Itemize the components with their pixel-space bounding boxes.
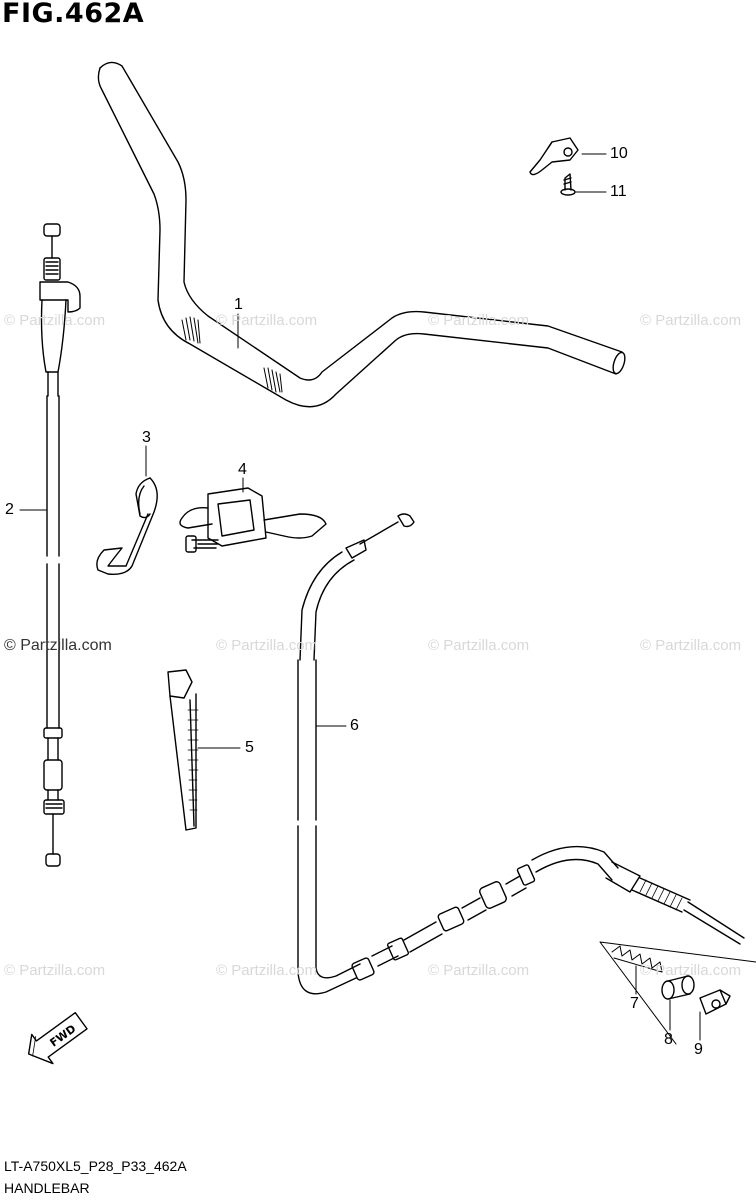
watermark: © Partzilla.com [216, 637, 318, 654]
part-11-screw[interactable] [560, 173, 576, 196]
watermark: © Partzilla.com [216, 962, 318, 979]
group-bracket [599, 941, 756, 1045]
callout-9: 9 [694, 1041, 703, 1058]
callout-7: 7 [630, 995, 639, 1012]
watermark: © Partzilla.com [428, 637, 530, 654]
figure-title: FIG.462A [2, 0, 145, 29]
fwd-arrow: FWD [27, 1011, 88, 1065]
part-4-clamp-plate[interactable] [179, 487, 327, 553]
part-1-handlebar[interactable] [97, 61, 627, 408]
callout-10: 10 [610, 145, 628, 162]
callout-1: 1 [234, 296, 243, 313]
watermark: © Partzilla.com [640, 962, 742, 979]
callout-6: 6 [350, 717, 359, 734]
part-5-cable-tie[interactable] [167, 669, 199, 831]
watermark: © Partzilla.com [428, 312, 530, 329]
callout-4: 4 [238, 461, 247, 478]
part-6-brake-cable[interactable] [297, 513, 745, 995]
watermark: © Partzilla.com [4, 312, 106, 329]
part-7-spring[interactable] [611, 945, 663, 973]
figure-code: LT-A750XL5_P28_P33_462A [4, 1158, 187, 1174]
part-8-adjuster-sleeve[interactable] [661, 975, 695, 1000]
watermark: © Partzilla.com [428, 962, 530, 979]
leader-lines [19, 153, 701, 1041]
watermark: © Partzilla.com [4, 962, 106, 979]
callout-11: 11 [610, 183, 627, 200]
part-10-clip-bracket[interactable] [529, 137, 579, 176]
part-3-wire-clip[interactable] [96, 477, 158, 576]
callout-2: 2 [5, 501, 14, 518]
part-9-cable-bracket[interactable] [699, 989, 731, 1015]
callout-8: 8 [664, 1031, 673, 1048]
watermark-primary: © Partzilla.com [4, 637, 112, 654]
figure-name: HANDLEBAR [4, 1180, 90, 1196]
part-2-throttle-cable[interactable] [39, 223, 81, 867]
callout-5: 5 [245, 739, 254, 756]
callout-3: 3 [142, 429, 151, 446]
watermark: © Partzilla.com [640, 312, 742, 329]
watermark: © Partzilla.com [216, 312, 318, 329]
watermark: © Partzilla.com [640, 637, 742, 654]
